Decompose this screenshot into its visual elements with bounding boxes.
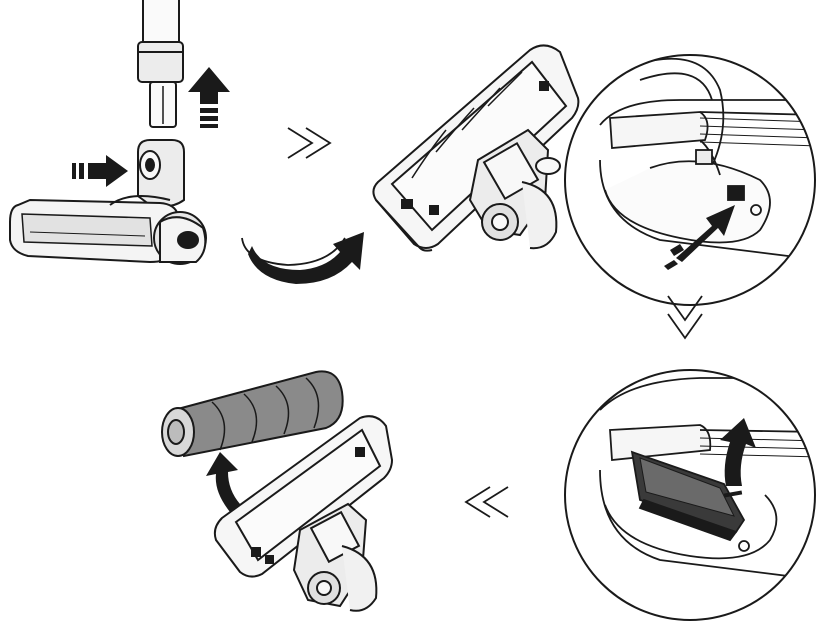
brush-roll (161, 370, 344, 458)
arrow-right-icon (72, 155, 128, 187)
arrow-lift-icon (720, 418, 756, 498)
step-detach-tube (9, 0, 230, 265)
arrow-remove-icon (206, 452, 240, 512)
chevron-double-right-icon (287, 127, 332, 159)
step-flip-head (372, 44, 580, 252)
step-remove-brush-roll (161, 370, 394, 612)
arrow-press-icon (664, 205, 735, 270)
curved-arrow-icon (241, 232, 364, 284)
step-press-release-latch (564, 54, 816, 306)
floor-head-open (213, 415, 394, 578)
arrow-up-icon (188, 67, 230, 128)
floor-head-neck (137, 139, 185, 208)
chevron-double-down-icon (667, 295, 703, 340)
chevron-double-left-icon (464, 486, 509, 518)
floor-head-open-neck (292, 502, 378, 612)
step-lift-cover (564, 369, 816, 621)
flipped-neck (468, 128, 561, 250)
wand-tube (137, 0, 184, 128)
floor-head (9, 195, 207, 265)
flipped-floor-head (372, 44, 580, 252)
